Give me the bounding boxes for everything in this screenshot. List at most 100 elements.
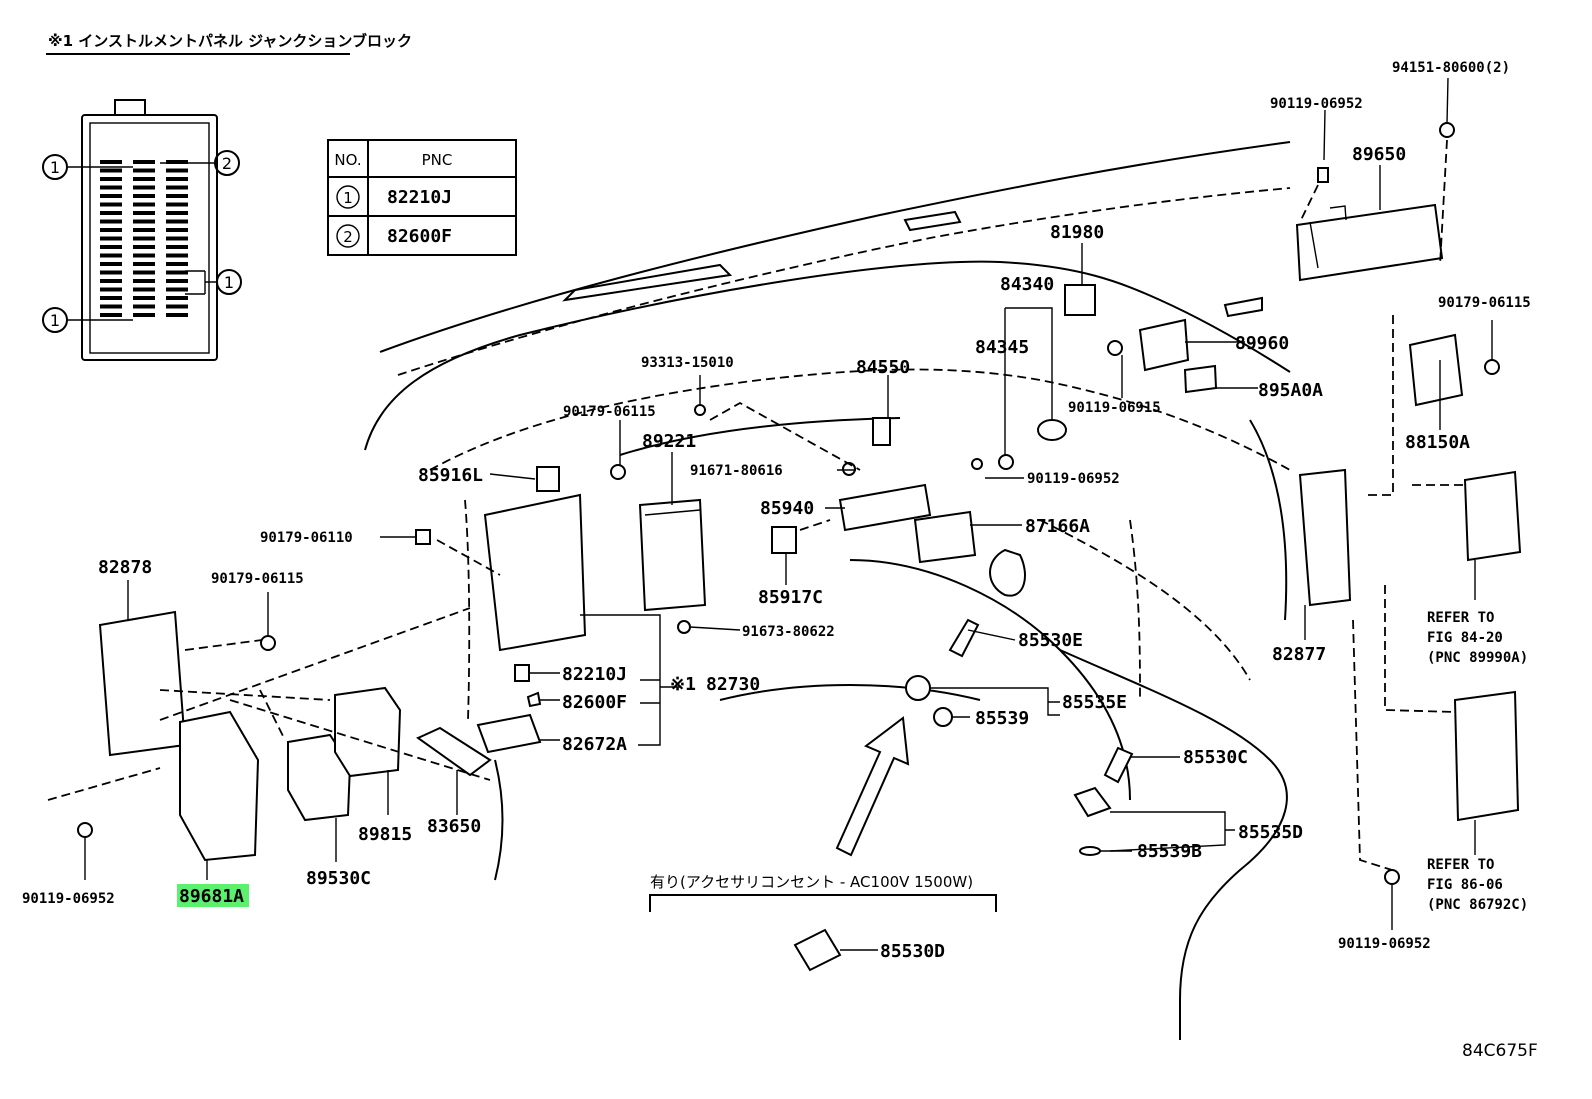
- callout-number: 1: [224, 273, 234, 292]
- pnc-row-no: 2: [343, 228, 353, 246]
- junction-callouts: 1 2 1 1: [42, 150, 242, 333]
- fuse-slot: [166, 287, 188, 292]
- fuse-slot: [133, 168, 155, 173]
- fuse-slot: [133, 219, 155, 224]
- part-label[interactable]: 85535D: [1238, 822, 1303, 843]
- fuse-slot: [166, 168, 188, 173]
- fuse-slot: [133, 160, 155, 164]
- part-label[interactable]: 85917C: [758, 587, 823, 608]
- part-label[interactable]: 85916L: [418, 465, 483, 486]
- fuse-slot: [166, 219, 188, 224]
- part-label[interactable]: 90119-06952: [1027, 471, 1120, 487]
- refer-line[interactable]: (PNC 86792C): [1427, 897, 1528, 913]
- fuse-slot: [133, 287, 155, 292]
- part-label[interactable]: 91673-80622: [742, 624, 835, 640]
- selected-part-highlight: [177, 884, 249, 907]
- pnc-row-value: 82600F: [387, 226, 452, 247]
- part-label[interactable]: 82672A: [562, 734, 627, 755]
- refer-line[interactable]: (PNC 89990A): [1427, 650, 1528, 666]
- part-label[interactable]: 85530C: [1183, 747, 1248, 768]
- fuse-slot: [100, 211, 122, 215]
- fuse-slot: [100, 270, 122, 275]
- part-label[interactable]: 81980: [1050, 222, 1104, 243]
- part-label[interactable]: 82877: [1272, 644, 1326, 665]
- fuse-slot: [166, 194, 188, 198]
- dashed-guides: [47, 315, 1465, 871]
- part-label[interactable]: 93313-15010: [641, 355, 734, 371]
- refer-line[interactable]: REFER TO: [1427, 857, 1494, 873]
- figure-code: 84C675F: [1462, 1041, 1538, 1061]
- part-label[interactable]: 82600F: [562, 692, 627, 713]
- part-label[interactable]: 83650: [427, 816, 481, 837]
- fuse-slot: [166, 270, 188, 275]
- part-label[interactable]: 89221: [642, 431, 696, 452]
- refer-line[interactable]: FIG 86-06: [1427, 877, 1503, 893]
- part-label[interactable]: ※1: [670, 674, 696, 695]
- part-label[interactable]: 82878: [98, 557, 152, 578]
- fuse-slot: [166, 296, 188, 300]
- fuse-slot: [166, 304, 188, 309]
- fuse-slot: [133, 185, 155, 190]
- pnc-table-col-no: NO.: [334, 151, 361, 169]
- part-label[interactable]: 90179-06115: [1438, 295, 1531, 311]
- part-label[interactable]: 90179-06115: [211, 571, 304, 587]
- part-shapes: [77, 122, 1522, 972]
- fuse-slot: [100, 219, 122, 224]
- fuse-slot: [166, 279, 188, 283]
- fuse-slot: [133, 253, 155, 258]
- callout-number: 2: [222, 154, 232, 173]
- fuse-slot: [100, 304, 122, 309]
- part-label[interactable]: 87166A: [1025, 516, 1090, 537]
- part-label-selected[interactable]: 89681A: [179, 886, 244, 907]
- part-label[interactable]: 90119-06915: [1068, 400, 1161, 416]
- pnc-row-value: 82210J: [387, 187, 452, 208]
- part-label[interactable]: 82730: [706, 674, 760, 695]
- junction-block-note: ※1 インストルメントパネル ジャンクションブロック: [48, 32, 412, 50]
- fuse-slot: [133, 270, 155, 275]
- fuse-slot: [133, 177, 155, 181]
- part-label[interactable]: 85539: [975, 708, 1029, 729]
- callout-number: 1: [50, 158, 60, 177]
- fuse-slot: [166, 202, 188, 207]
- part-label[interactable]: 85940: [760, 498, 814, 519]
- part-label[interactable]: 88150A: [1405, 432, 1470, 453]
- instrument-panel-outline: [364, 141, 1291, 1040]
- part-label[interactable]: 84550: [856, 357, 910, 378]
- part-label[interactable]: 82210J: [562, 664, 627, 685]
- part-label[interactable]: 85530D: [880, 941, 945, 962]
- part-label[interactable]: 89530C: [306, 868, 371, 889]
- part-label[interactable]: 85539B: [1137, 841, 1202, 862]
- fuse-slot: [166, 236, 188, 241]
- part-label[interactable]: 85535E: [1062, 692, 1127, 713]
- pnc-row-no: 1: [343, 189, 353, 207]
- part-label[interactable]: 895A0A: [1258, 380, 1323, 401]
- part-label[interactable]: 90119-06952: [22, 891, 115, 907]
- callout-number: 1: [50, 311, 60, 330]
- part-label[interactable]: 85530E: [1018, 630, 1083, 651]
- part-label[interactable]: 90119-06952: [1338, 936, 1431, 952]
- part-label[interactable]: 91671-80616: [690, 463, 783, 479]
- refer-line[interactable]: FIG 84-20: [1427, 630, 1503, 646]
- fuse-slot: [100, 296, 122, 300]
- part-label[interactable]: 90179-06110: [260, 530, 353, 546]
- part-label[interactable]: 84340: [1000, 274, 1054, 295]
- fuse-slot: [100, 202, 122, 207]
- part-label[interactable]: 89815: [358, 824, 412, 845]
- fuse-slot: [100, 262, 122, 266]
- part-label[interactable]: 90179-06115: [563, 404, 656, 420]
- fuse-slot: [100, 160, 122, 164]
- part-labels: 94151-80600(2) 90119-06952 89650 81980 8…: [22, 60, 1531, 962]
- fuse-slot: [100, 313, 122, 317]
- part-label[interactable]: 89650: [1352, 144, 1406, 165]
- refer-line[interactable]: REFER TO: [1427, 610, 1494, 626]
- part-label[interactable]: 89960: [1235, 333, 1289, 354]
- part-label[interactable]: 84345: [975, 337, 1029, 358]
- fuse-slot: [166, 185, 188, 190]
- fuse-slot: [100, 236, 122, 241]
- part-label[interactable]: 94151-80600(2): [1392, 60, 1510, 76]
- fuse-slot: [166, 313, 188, 317]
- fuse-slot: [100, 177, 122, 181]
- leader-lines: [84, 77, 1493, 951]
- part-label[interactable]: 90119-06952: [1270, 96, 1363, 112]
